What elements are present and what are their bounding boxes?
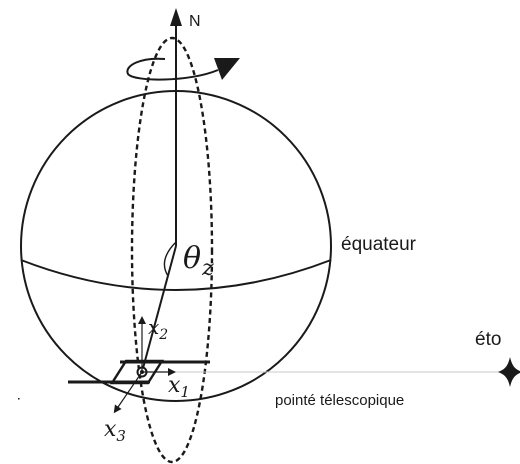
stray-dot <box>18 398 20 400</box>
axis-x3-label: x3 <box>104 417 126 445</box>
axis-x3-subscript: 3 <box>116 427 126 445</box>
north-arrowhead <box>170 8 182 26</box>
theta-angle-arc <box>163 241 177 277</box>
theta-label: θz <box>183 241 214 281</box>
zenith-line <box>141 245 177 373</box>
equator-label: équateur <box>341 234 417 255</box>
star-label: éto <box>475 329 501 350</box>
axis-x1-subscript: 1 <box>180 383 190 401</box>
meridian-ellipse <box>130 36 214 464</box>
curved-arrow-icon <box>126 57 240 81</box>
pointing-label: pointé télescopique <box>275 392 404 409</box>
axis-x2-label: x2 <box>148 315 168 343</box>
axis-x1-label: x1 <box>168 373 190 401</box>
theta-subscript: z <box>201 256 214 281</box>
ground-plane <box>109 359 165 385</box>
axis-x3 <box>113 371 143 414</box>
north-label: N <box>189 13 201 30</box>
four-point-star-icon <box>498 357 520 387</box>
equator-arc <box>20 259 332 291</box>
axis-x2-subscript: 2 <box>158 327 168 343</box>
